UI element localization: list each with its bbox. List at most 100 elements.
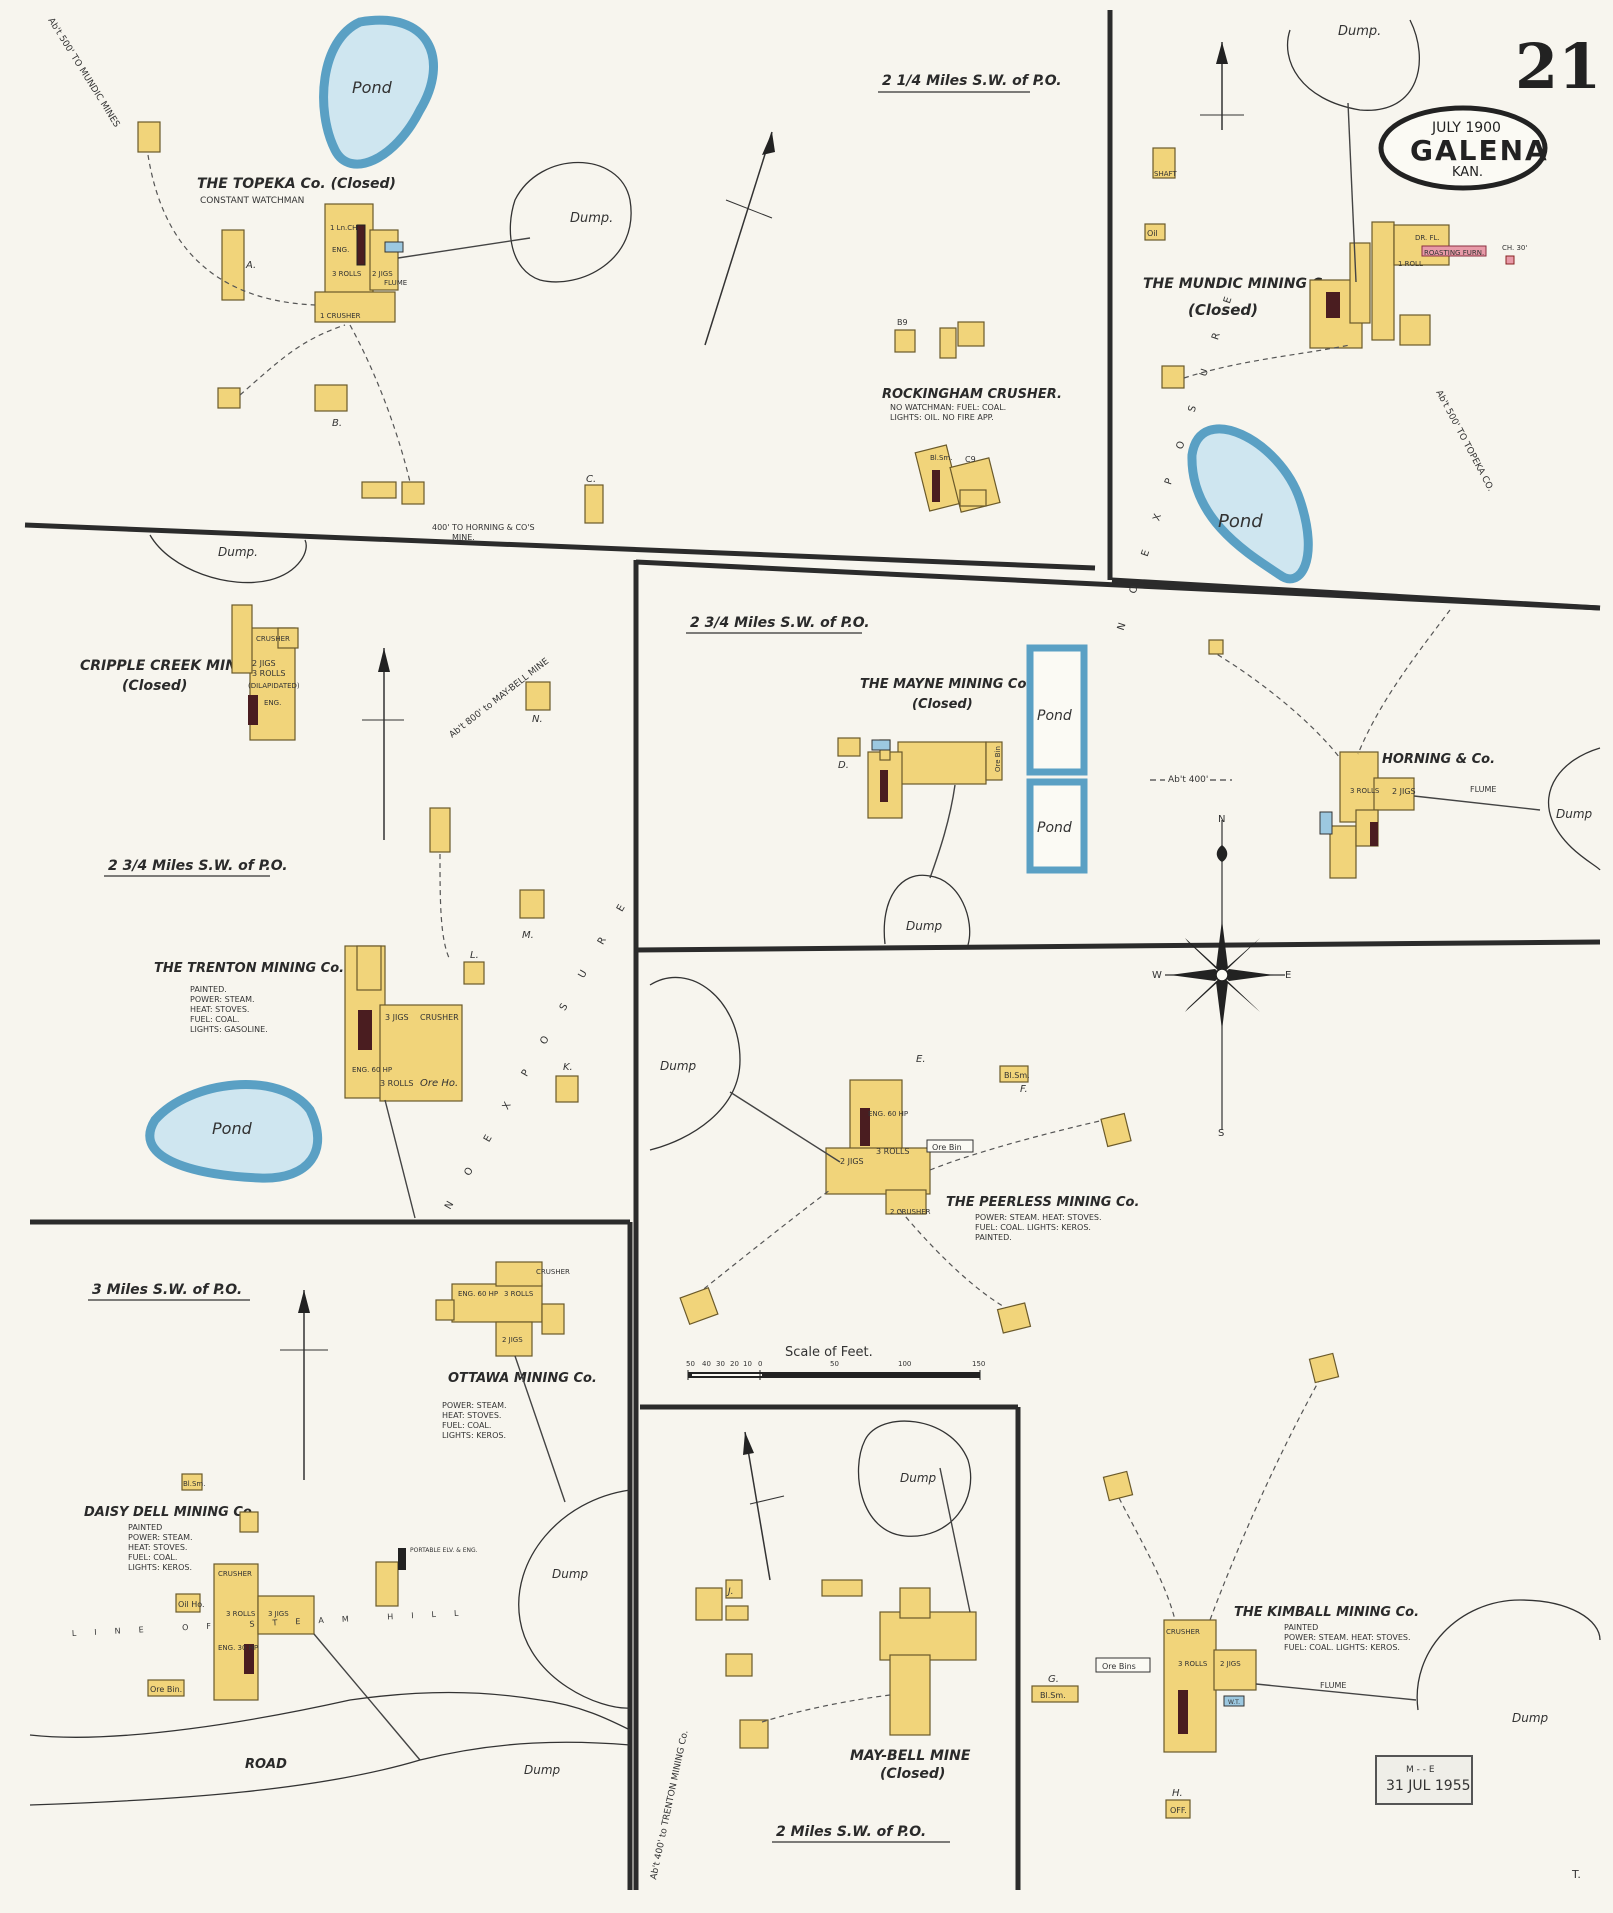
svg-text:H.: H.	[1172, 1788, 1183, 1799]
svg-text:FUEL: COAL.: FUEL: COAL.	[442, 1421, 491, 1430]
sheet-number: 21	[1515, 30, 1601, 103]
panel-mayne: 2 3/4 Miles S.W. of P.O. THE MAYNE MININ…	[686, 615, 1088, 946]
svg-text:0: 0	[758, 1360, 762, 1368]
svg-text:3 ROLLS: 3 ROLLS	[1350, 787, 1380, 795]
svg-text:DR. FL.: DR. FL.	[1415, 234, 1440, 242]
svg-text:PAINTED.: PAINTED.	[190, 985, 227, 994]
mayne-status: (Closed)	[912, 697, 973, 712]
svg-text:PAINTED: PAINTED	[1284, 1623, 1318, 1632]
svg-text:M.: M.	[522, 930, 534, 941]
daisy-dell-mill	[213, 1563, 259, 1701]
svg-text:1 ROLL: 1 ROLL	[1398, 260, 1423, 268]
dump-mundic	[1286, 19, 1421, 111]
svg-text:2 JIGS: 2 JIGS	[252, 659, 276, 668]
svg-text:S: S	[1218, 1128, 1224, 1139]
horning-distance: Ab't 400'	[1168, 775, 1208, 785]
north-arrow-rockingham	[704, 131, 773, 346]
cripple-creek-title: CRIPPLE CREEK MINE.	[80, 658, 252, 674]
may-bell-status: (Closed)	[880, 1766, 945, 1782]
svg-text:PAINTED.: PAINTED.	[975, 1233, 1012, 1242]
kimball-title: THE KIMBALL MINING Co.	[1234, 1605, 1419, 1620]
svg-text:E.: E.	[916, 1054, 926, 1065]
svg-text:3 JIGS: 3 JIGS	[268, 1610, 289, 1618]
horning-title: HORNING & Co.	[1382, 752, 1495, 767]
svg-text:2 CRUSHER: 2 CRUSHER	[890, 1208, 931, 1216]
svg-text:CRUSHER: CRUSHER	[1166, 1628, 1200, 1636]
pond-mundic	[1187, 424, 1313, 584]
svg-text:Ore Bins: Ore Bins	[1102, 1662, 1136, 1671]
may-bell-distance: 2 Miles S.W. of P.O.	[776, 1824, 926, 1840]
svg-text:W.T.: W.T.	[1228, 1699, 1240, 1706]
svg-text:CH. 30': CH. 30'	[1502, 244, 1527, 252]
svg-text:Bl.Sm.: Bl.Sm.	[1040, 1691, 1066, 1700]
svg-text:LIGHTS: KEROS.: LIGHTS: KEROS.	[128, 1563, 192, 1572]
svg-text:150: 150	[972, 1360, 985, 1368]
svg-text:SHAFT: SHAFT	[1154, 170, 1177, 178]
svg-text:Oil: Oil	[1147, 229, 1158, 238]
library-stamp: M - - E 31 JUL 1955	[1375, 1755, 1473, 1805]
svg-text:Scale of Feet.: Scale of Feet.	[785, 1345, 873, 1360]
svg-text:Dump: Dump	[906, 919, 943, 933]
title-oval	[1378, 105, 1548, 191]
svg-text:ENG. 60 HP: ENG. 60 HP	[868, 1110, 908, 1118]
svg-text:Pond: Pond	[352, 78, 393, 97]
topeka-note: CONSTANT WATCHMAN	[200, 196, 304, 206]
svg-text:FUEL: COAL.: FUEL: COAL.	[128, 1553, 177, 1562]
svg-text:FLUME: FLUME	[384, 279, 407, 287]
svg-text:2 JIGS: 2 JIGS	[502, 1336, 523, 1344]
svg-text:3 ROLLS: 3 ROLLS	[1178, 1660, 1208, 1668]
svg-text:Bl.Sm.: Bl.Sm.	[1004, 1071, 1030, 1080]
may-bell-mill	[879, 1611, 977, 1661]
panel-topeka: Pond Dump. THE TOPEKA Co. (Closed) CONST…	[45, 15, 632, 542]
svg-text:B9: B9	[897, 318, 908, 327]
svg-text:FUEL: COAL. LIGHTS: KEROS.: FUEL: COAL. LIGHTS: KEROS.	[1284, 1643, 1400, 1652]
svg-text:CRUSHER: CRUSHER	[420, 1013, 459, 1022]
svg-text:HEAT: STOVES.: HEAT: STOVES.	[190, 1005, 249, 1014]
svg-text:HEAT: STOVES.: HEAT: STOVES.	[128, 1543, 187, 1552]
may-bell-title: MAY-BELL MINE	[850, 1748, 971, 1764]
compass-rose: N S E W	[1152, 814, 1291, 1139]
svg-text:F.: F.	[1020, 1084, 1028, 1095]
svg-text:30: 30	[716, 1360, 725, 1368]
svg-text:3 ROLLS: 3 ROLLS	[504, 1290, 534, 1298]
svg-text:Oil Ho.: Oil Ho.	[178, 1600, 205, 1609]
svg-text:Dump: Dump	[900, 1471, 937, 1485]
svg-text:3 JIGS: 3 JIGS	[385, 1013, 409, 1022]
svg-text:B.: B.	[332, 418, 342, 429]
peerless-title: THE PEERLESS MINING Co.	[946, 1195, 1139, 1210]
mayne-mill	[897, 741, 987, 785]
svg-text:L.: L.	[470, 950, 479, 961]
sheet-date: JULY 1900	[1431, 120, 1501, 136]
svg-text:M - - E: M - - E	[1406, 1765, 1435, 1775]
svg-text:A.: A.	[245, 260, 256, 271]
svg-text:Dump: Dump	[1512, 1711, 1549, 1725]
panel-daisy-dell: 3 Miles S.W. of P.O. DAISY DELL MINING C…	[29, 1282, 631, 1806]
svg-text:Bl.Sm.: Bl.Sm.	[930, 454, 952, 462]
pond-mayne-north	[1026, 644, 1088, 776]
svg-text:PAINTED: PAINTED	[128, 1523, 162, 1532]
svg-text:CRUSHER: CRUSHER	[218, 1570, 252, 1578]
svg-text:PORTABLE ELV. & ENG.: PORTABLE ELV. & ENG.	[410, 1547, 478, 1554]
pond-trenton	[145, 1080, 323, 1183]
svg-text:C.: C.	[586, 474, 596, 485]
svg-text:ENG.: ENG.	[264, 699, 281, 707]
svg-text:3 ROLLS: 3 ROLLS	[226, 1610, 256, 1618]
svg-text:LIGHTS: GASOLINE.: LIGHTS: GASOLINE.	[190, 1025, 268, 1034]
svg-text:LIGHTS: OIL. NO FIRE APP.: LIGHTS: OIL. NO FIRE APP.	[890, 413, 994, 422]
svg-text:K.: K.	[563, 1062, 573, 1073]
svg-text:ROASTING FURN.: ROASTING FURN.	[1424, 249, 1484, 257]
svg-text:POWER: STEAM.: POWER: STEAM.	[190, 995, 255, 1004]
svg-text:Pond: Pond	[1037, 708, 1072, 724]
svg-text:Ore Ho.: Ore Ho.	[420, 1078, 458, 1089]
mundic-title: THE MUNDIC MINING Co.	[1143, 276, 1337, 292]
svg-text:NO WATCHMAN: FUEL: COAL.: NO WATCHMAN: FUEL: COAL.	[890, 403, 1006, 412]
svg-text:2 JIGS: 2 JIGS	[840, 1157, 864, 1166]
svg-text:(DILAPIDATED): (DILAPIDATED)	[248, 682, 300, 690]
svg-text:E: E	[1285, 970, 1291, 981]
svg-text:Dump: Dump	[552, 1567, 589, 1581]
svg-text:Ore Bin: Ore Bin	[994, 746, 1002, 772]
rockingham-title: ROCKINGHAM CRUSHER.	[882, 387, 1062, 402]
svg-text:Dump.: Dump.	[1338, 24, 1381, 39]
svg-text:Dump: Dump	[660, 1059, 697, 1073]
